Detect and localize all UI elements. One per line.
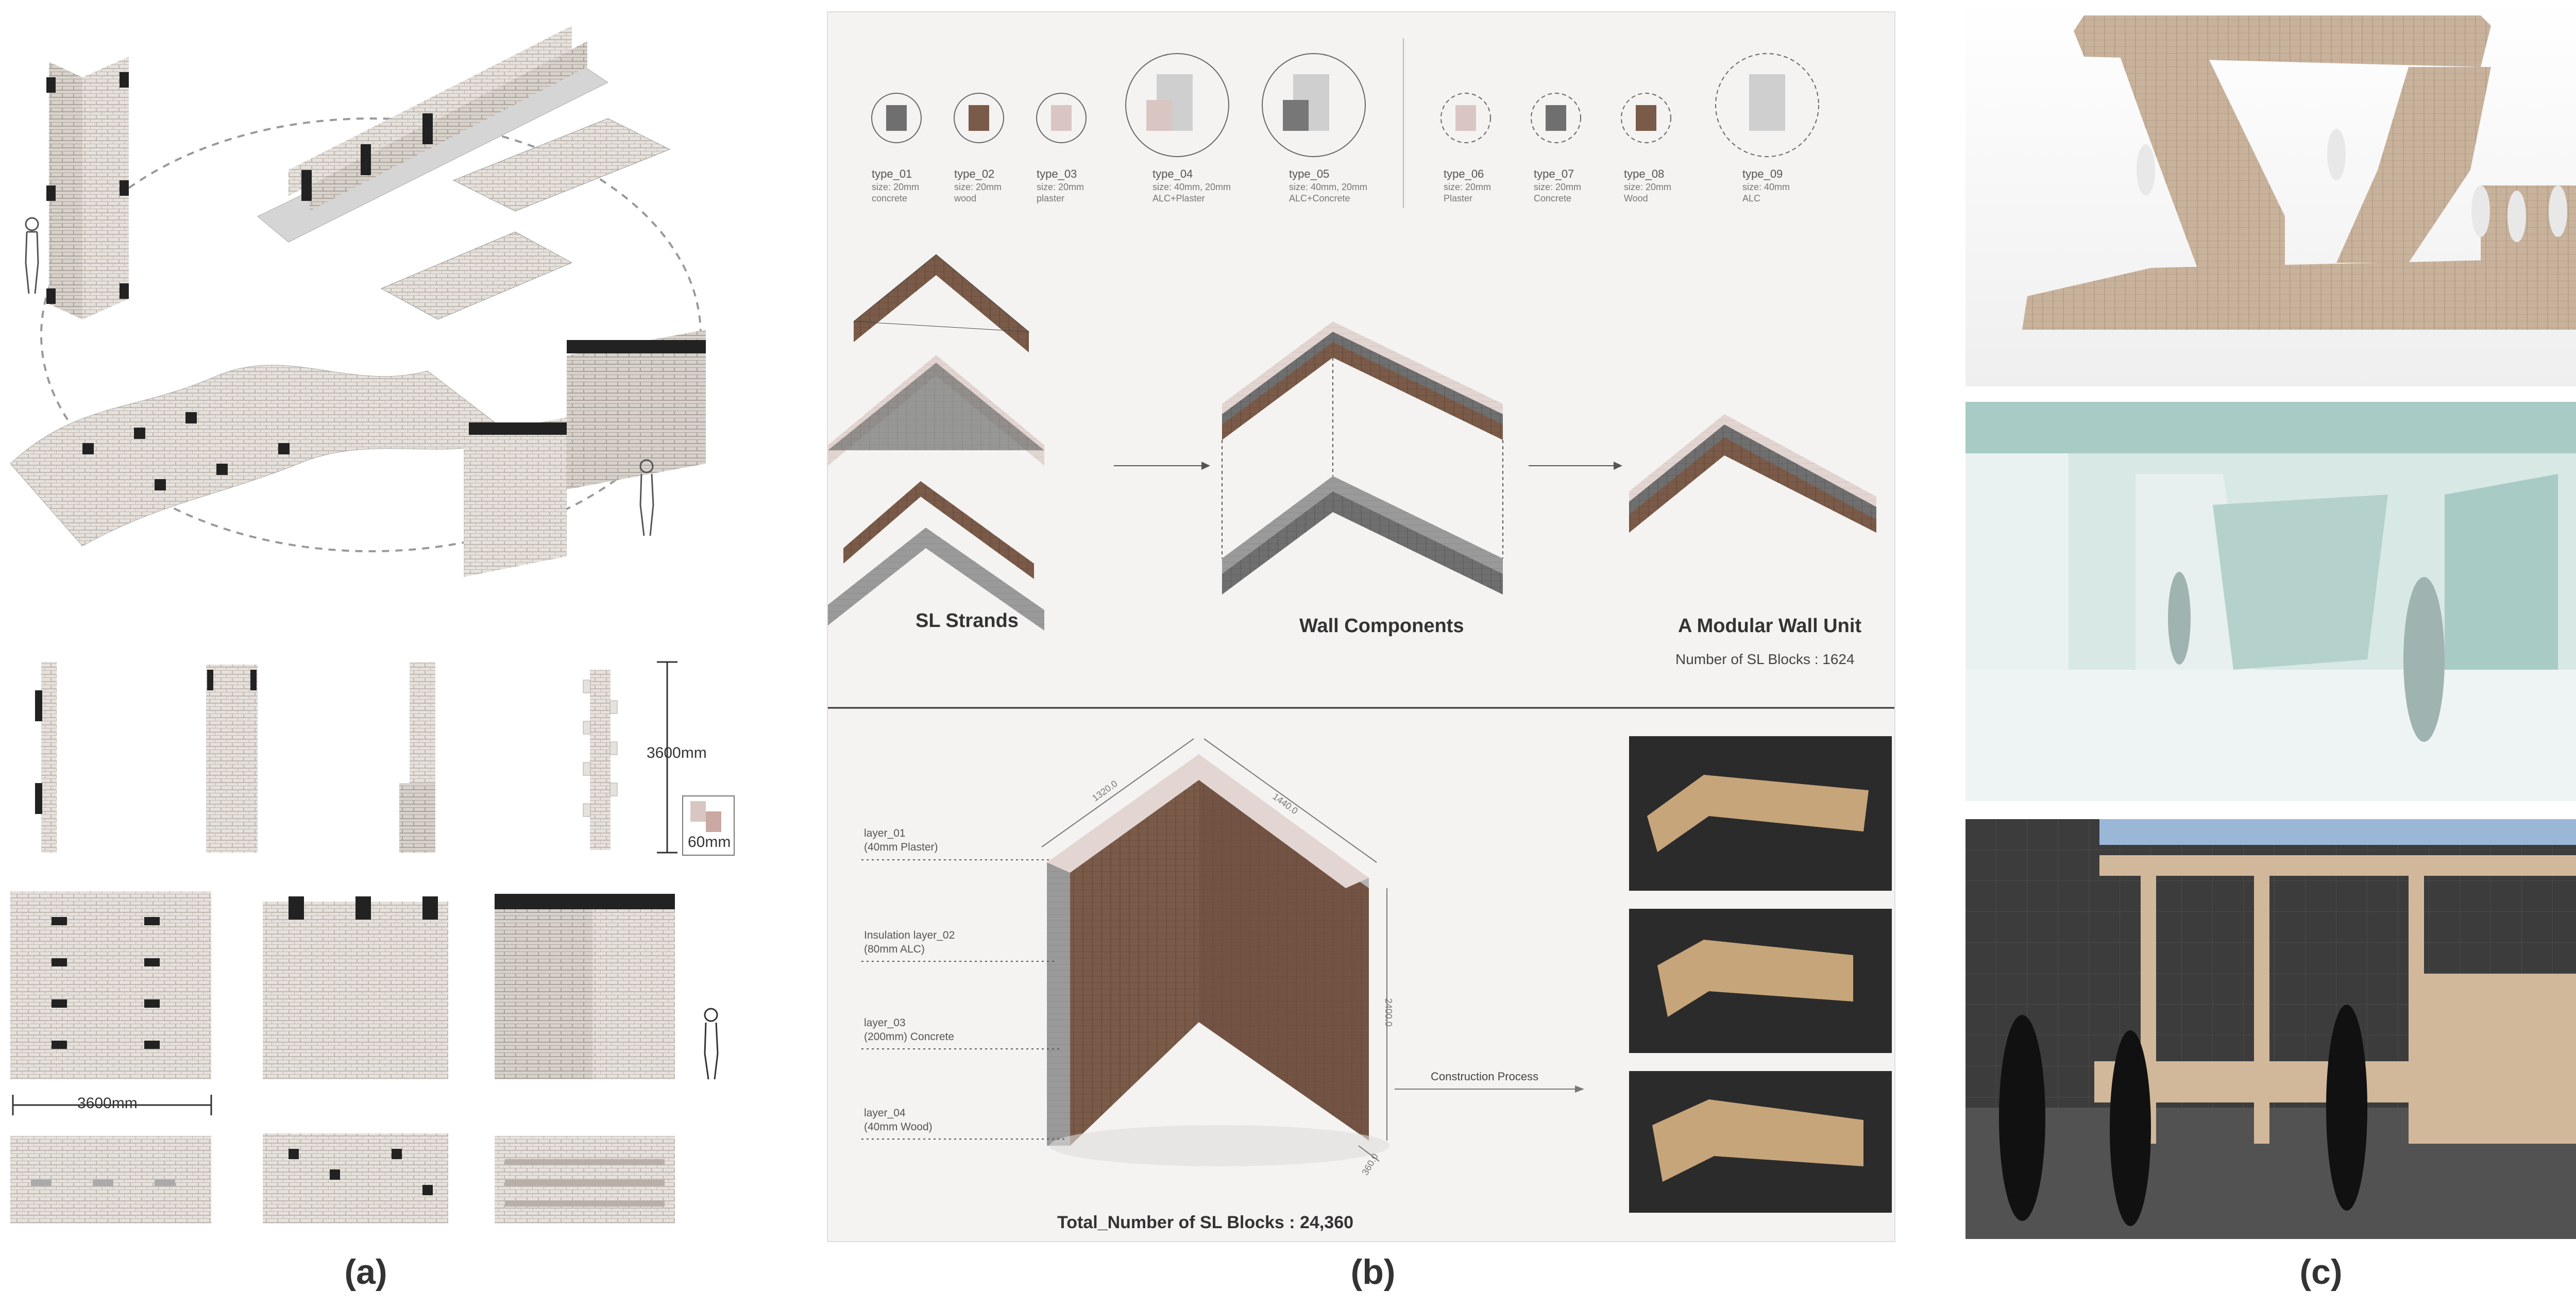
layer-name: layer_04 xyxy=(864,1107,906,1119)
block-type-size: size: 40mm, 20mm xyxy=(1153,181,1231,192)
total-block-count: Total_Number of SL Blocks : 24,360 xyxy=(1057,1213,1354,1232)
layer-name: Insulation layer_02 xyxy=(864,929,955,941)
block-type-8: type_08 size: 20mm Wood xyxy=(1624,167,1691,205)
block-type-material: plaster xyxy=(1037,193,1065,203)
panel-a-illustration xyxy=(10,26,735,1224)
block-type-7: type_07 size: 20mm Concrete xyxy=(1534,167,1601,205)
block-type-size: size: 20mm xyxy=(1037,181,1084,192)
block-type-size: size: 40mm xyxy=(1742,181,1790,192)
zigzag-wall-module xyxy=(464,330,706,577)
plate-module-1 xyxy=(452,118,671,212)
column-elevations xyxy=(35,662,618,853)
render-stair-pavilion xyxy=(1965,0,2576,386)
block-type-name: type_07 xyxy=(1534,167,1574,180)
layer-detail: (40mm Wood) xyxy=(864,1121,933,1133)
block-type-9: type_09 size: 40mm ALC xyxy=(1742,167,1825,205)
layer-detail: (80mm ALC) xyxy=(864,943,925,956)
layer-label-1: layer_01 (40mm Plaster) xyxy=(864,826,938,855)
human-figure-3 xyxy=(704,1008,719,1080)
block-type-material: wood xyxy=(954,193,977,203)
layer-label-4: layer_04 (40mm Wood) xyxy=(864,1106,933,1134)
block-type-name: type_02 xyxy=(954,167,995,180)
block-type-name: type_01 xyxy=(872,167,912,180)
plate-module-2 xyxy=(380,231,573,320)
block-type-4: type_04 size: 40mm, 20mm ALC+Plaster xyxy=(1153,167,1256,205)
block-type-1: type_01 size: 20mm concrete xyxy=(872,167,939,205)
panel-c xyxy=(1965,0,2576,1247)
layer-name: layer_03 xyxy=(864,1017,906,1029)
block-type-size: size: 20mm xyxy=(1534,181,1582,192)
block-type-name: type_04 xyxy=(1153,167,1193,180)
block-type-name: type_05 xyxy=(1289,167,1330,180)
block-type-material: concrete xyxy=(872,193,908,203)
sl-strands-group xyxy=(828,254,1044,631)
block-type-material: ALC+Concrete xyxy=(1289,193,1350,203)
panel-b-label: (b) xyxy=(1350,1252,1396,1292)
block-type-3: type_03 size: 20mm plaster xyxy=(1037,167,1104,205)
photo-exhibition xyxy=(1965,819,2576,1239)
block-type-material: ALC+Plaster xyxy=(1153,193,1205,203)
block-type-5: type_05 size: 40mm, 20mm ALC+Concrete xyxy=(1289,167,1392,205)
panel-a-label: (a) xyxy=(344,1252,387,1292)
human-figure-2 xyxy=(639,459,654,536)
height-dimension-line xyxy=(657,661,677,854)
width-dimension-line xyxy=(12,1095,212,1115)
sl-strands-label: SL Strands xyxy=(916,610,1019,632)
block-type-name: type_06 xyxy=(1444,167,1484,180)
block-type-size: size: 20mm xyxy=(954,181,1002,192)
block-type-name: type_08 xyxy=(1624,167,1665,180)
block-type-size: size: 40mm, 20mm xyxy=(1289,181,1368,192)
layer-leaders xyxy=(861,859,1067,1140)
block-type-icons xyxy=(871,53,1819,157)
modular-wall-unit-label: A Modular Wall Unit xyxy=(1678,615,1862,637)
block-type-size: size: 20mm xyxy=(872,181,920,192)
layer-detail: (40mm Plaster) xyxy=(864,841,938,854)
block-type-material: ALC xyxy=(1742,193,1761,203)
layer-name: layer_01 xyxy=(864,827,906,839)
block-type-6: type_06 size: 20mm Plaster xyxy=(1444,167,1511,205)
height-dim-label: 3600mm xyxy=(647,744,707,761)
column-module xyxy=(46,57,129,319)
platform-wall-module xyxy=(257,26,608,243)
block-type-2: type_02 size: 20mm wood xyxy=(954,167,1021,205)
wall-components-label: Wall Components xyxy=(1299,615,1464,637)
width-dim-label: 3600mm xyxy=(77,1095,138,1112)
panel-a: 3600mm 60mm 3600mm xyxy=(0,0,742,1247)
render-interior-space xyxy=(1965,402,2576,801)
panel-c-label: (c) xyxy=(2299,1252,2343,1292)
unit-block-count: Number of SL Blocks : 1624 xyxy=(1675,651,1855,667)
construction-process-label: Construction Process xyxy=(1431,1070,1539,1083)
panel-b-illustration xyxy=(828,38,1894,1213)
modular-wall-unit xyxy=(1629,414,1876,533)
wavy-wall-module xyxy=(10,365,516,547)
human-figure xyxy=(25,217,39,294)
block-type-material: Wood xyxy=(1624,193,1648,203)
layer-label-3: layer_03 (200mm) Concrete xyxy=(864,1016,954,1044)
block-type-size: size: 20mm xyxy=(1444,181,1492,192)
layered-wall-dimensions xyxy=(1041,738,1387,1162)
block-dim-label: 60mm xyxy=(688,834,731,851)
wall-elevations xyxy=(10,891,675,1079)
wall-plans xyxy=(10,1133,675,1224)
block-type-size: size: 20mm xyxy=(1624,181,1672,192)
panel-b: type_01 size: 20mm concrete type_02 size… xyxy=(827,11,1895,1242)
block-type-name: type_09 xyxy=(1742,167,1783,180)
wall-components-group xyxy=(1222,321,1503,595)
block-type-material: Plaster xyxy=(1444,193,1473,203)
dim-label-3: 2400.0 xyxy=(1383,998,1394,1027)
block-type-name: type_03 xyxy=(1037,167,1077,180)
block-type-material: Concrete xyxy=(1534,193,1572,203)
layer-label-2: Insulation layer_02 (80mm ALC) xyxy=(864,928,955,957)
layer-detail: (200mm) Concrete xyxy=(864,1031,955,1043)
layered-wall xyxy=(1047,754,1389,1166)
